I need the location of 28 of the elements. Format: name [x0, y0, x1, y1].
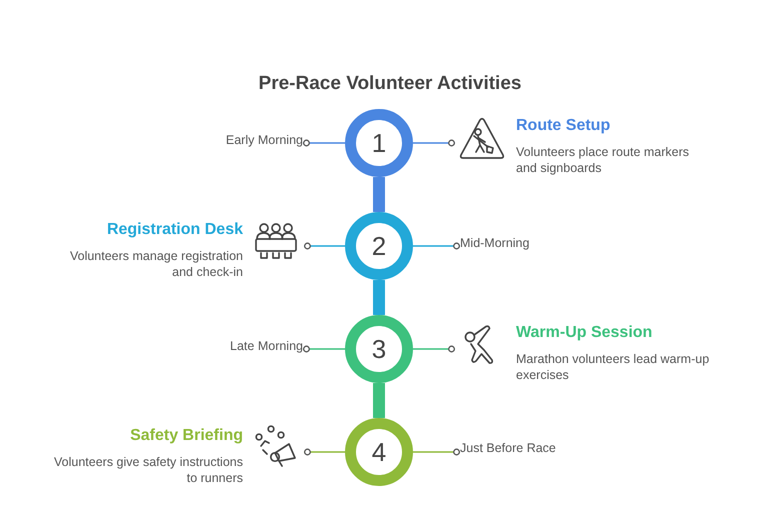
connector-line — [304, 448, 345, 456]
connector-line — [413, 448, 460, 456]
numbered-ring: 4 — [345, 418, 413, 486]
time-label: Just Before Race — [460, 440, 556, 456]
timeline-bar — [373, 280, 385, 315]
connector-line — [413, 346, 455, 352]
connector-line — [413, 242, 460, 250]
diagram-title: Pre-Race Volunteer Activities — [258, 72, 522, 96]
time-label: Mid-Morning — [460, 235, 530, 251]
step-title: Safety Briefing — [130, 426, 243, 445]
connector-line — [303, 346, 345, 352]
step-description: Marathon volunteers lead warm-up exercises — [516, 351, 710, 383]
numbered-ring: 1 — [345, 109, 413, 177]
time-label: Early Morning — [226, 132, 303, 148]
step-description: Volunteers give safety instructions to runners — [53, 454, 243, 486]
numbered-ring: 2 — [345, 212, 413, 280]
timeline-bar — [373, 383, 385, 418]
step-title: Warm-Up Session — [516, 323, 652, 342]
step-title: Route Setup — [516, 116, 610, 135]
time-label: Late Morning — [230, 338, 303, 354]
connector-line — [303, 140, 345, 146]
connector-line — [304, 242, 345, 250]
step-title: Registration Desk — [106, 220, 243, 239]
timeline-bar — [373, 177, 385, 212]
step-description: Volunteers place route markers and signboards — [516, 144, 690, 176]
connector-line — [413, 140, 455, 146]
step-description: Volunteers manage registration and check-in — [68, 248, 243, 280]
numbered-ring: 3 — [345, 315, 413, 383]
